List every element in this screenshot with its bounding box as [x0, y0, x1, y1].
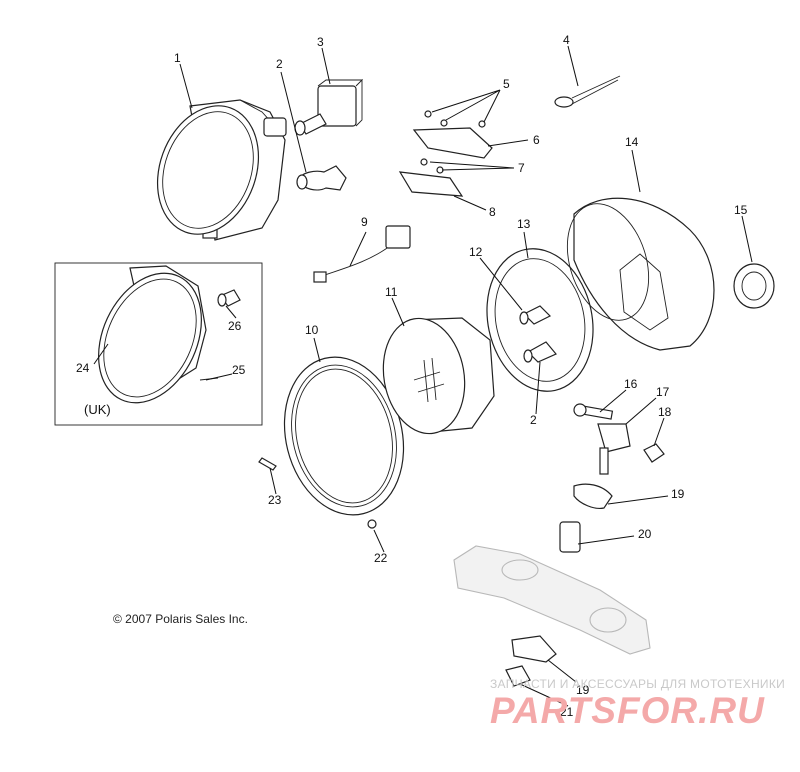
- mount-hardware-parts-16-20: [559, 403, 665, 553]
- bulb-part-2-upper: [296, 165, 347, 191]
- headlight-housing-part-14: [566, 197, 715, 351]
- uk-inset-label: (UK): [84, 402, 111, 417]
- callout-7: 7: [518, 161, 525, 175]
- uk-inset: [54, 262, 263, 426]
- callout-3: 3: [317, 35, 324, 49]
- callout-18: 18: [658, 405, 672, 419]
- bulb-socket-part-3: [294, 78, 364, 136]
- callout-19-upper: 19: [671, 487, 685, 501]
- headlamp-assembly-part-1: [156, 99, 287, 241]
- watermark-tagline: ЗАПЧАСТИ И АКСЕССУАРЫ ДЛЯ МОТОТЕХНИКИ: [490, 677, 786, 691]
- callout-14: 14: [625, 135, 639, 149]
- callout-numbers: 1 2 3 4 5 6 7 8 9 10 11 12 13 14 15 16 1…: [76, 33, 748, 719]
- callout-6: 6: [533, 133, 540, 147]
- callout-17: 17: [656, 385, 670, 399]
- callout-9: 9: [361, 215, 368, 229]
- callout-21: 21: [560, 705, 574, 719]
- callout-5: 5: [503, 77, 510, 91]
- callout-4: 4: [563, 33, 570, 47]
- triple-clamp-ghost: [453, 545, 651, 655]
- callout-1: 1: [174, 51, 181, 65]
- callout-8: 8: [489, 205, 496, 219]
- callout-12: 12: [469, 245, 483, 259]
- callout-24: 24: [76, 361, 90, 375]
- callout-2-lower: 2: [530, 413, 537, 427]
- callout-15: 15: [734, 203, 748, 217]
- wire-tie-part-4: [554, 75, 621, 108]
- grommet-part-15: [733, 263, 775, 309]
- sealed-beam-part-11: [382, 317, 495, 435]
- callout-10: 10: [305, 323, 319, 337]
- trim-ring-part-10: [283, 356, 405, 516]
- callout-2-upper: 2: [276, 57, 283, 71]
- leader-lines: [93, 45, 753, 707]
- callout-20: 20: [638, 527, 652, 541]
- wiring-harness-part-9: [313, 225, 411, 283]
- small-fasteners-parts-22-23: [258, 457, 377, 529]
- lower-clamp-parts-19-21: [505, 635, 557, 687]
- copyright-text: © 2007 Polaris Sales Inc.: [113, 612, 248, 626]
- watermark-brand: PARTSFOR.RU: [490, 690, 765, 731]
- callout-25: 25: [232, 363, 246, 377]
- callout-22: 22: [374, 551, 388, 565]
- callout-23: 23: [268, 493, 282, 507]
- callout-19-lower: 19: [576, 683, 590, 697]
- mounting-plate-part-13: [486, 248, 594, 392]
- callout-16: 16: [624, 377, 638, 391]
- mounting-bracket-parts-5-8: [398, 110, 493, 197]
- callout-13: 13: [517, 217, 531, 231]
- callout-11: 11: [385, 285, 398, 299]
- callout-26: 26: [228, 319, 242, 333]
